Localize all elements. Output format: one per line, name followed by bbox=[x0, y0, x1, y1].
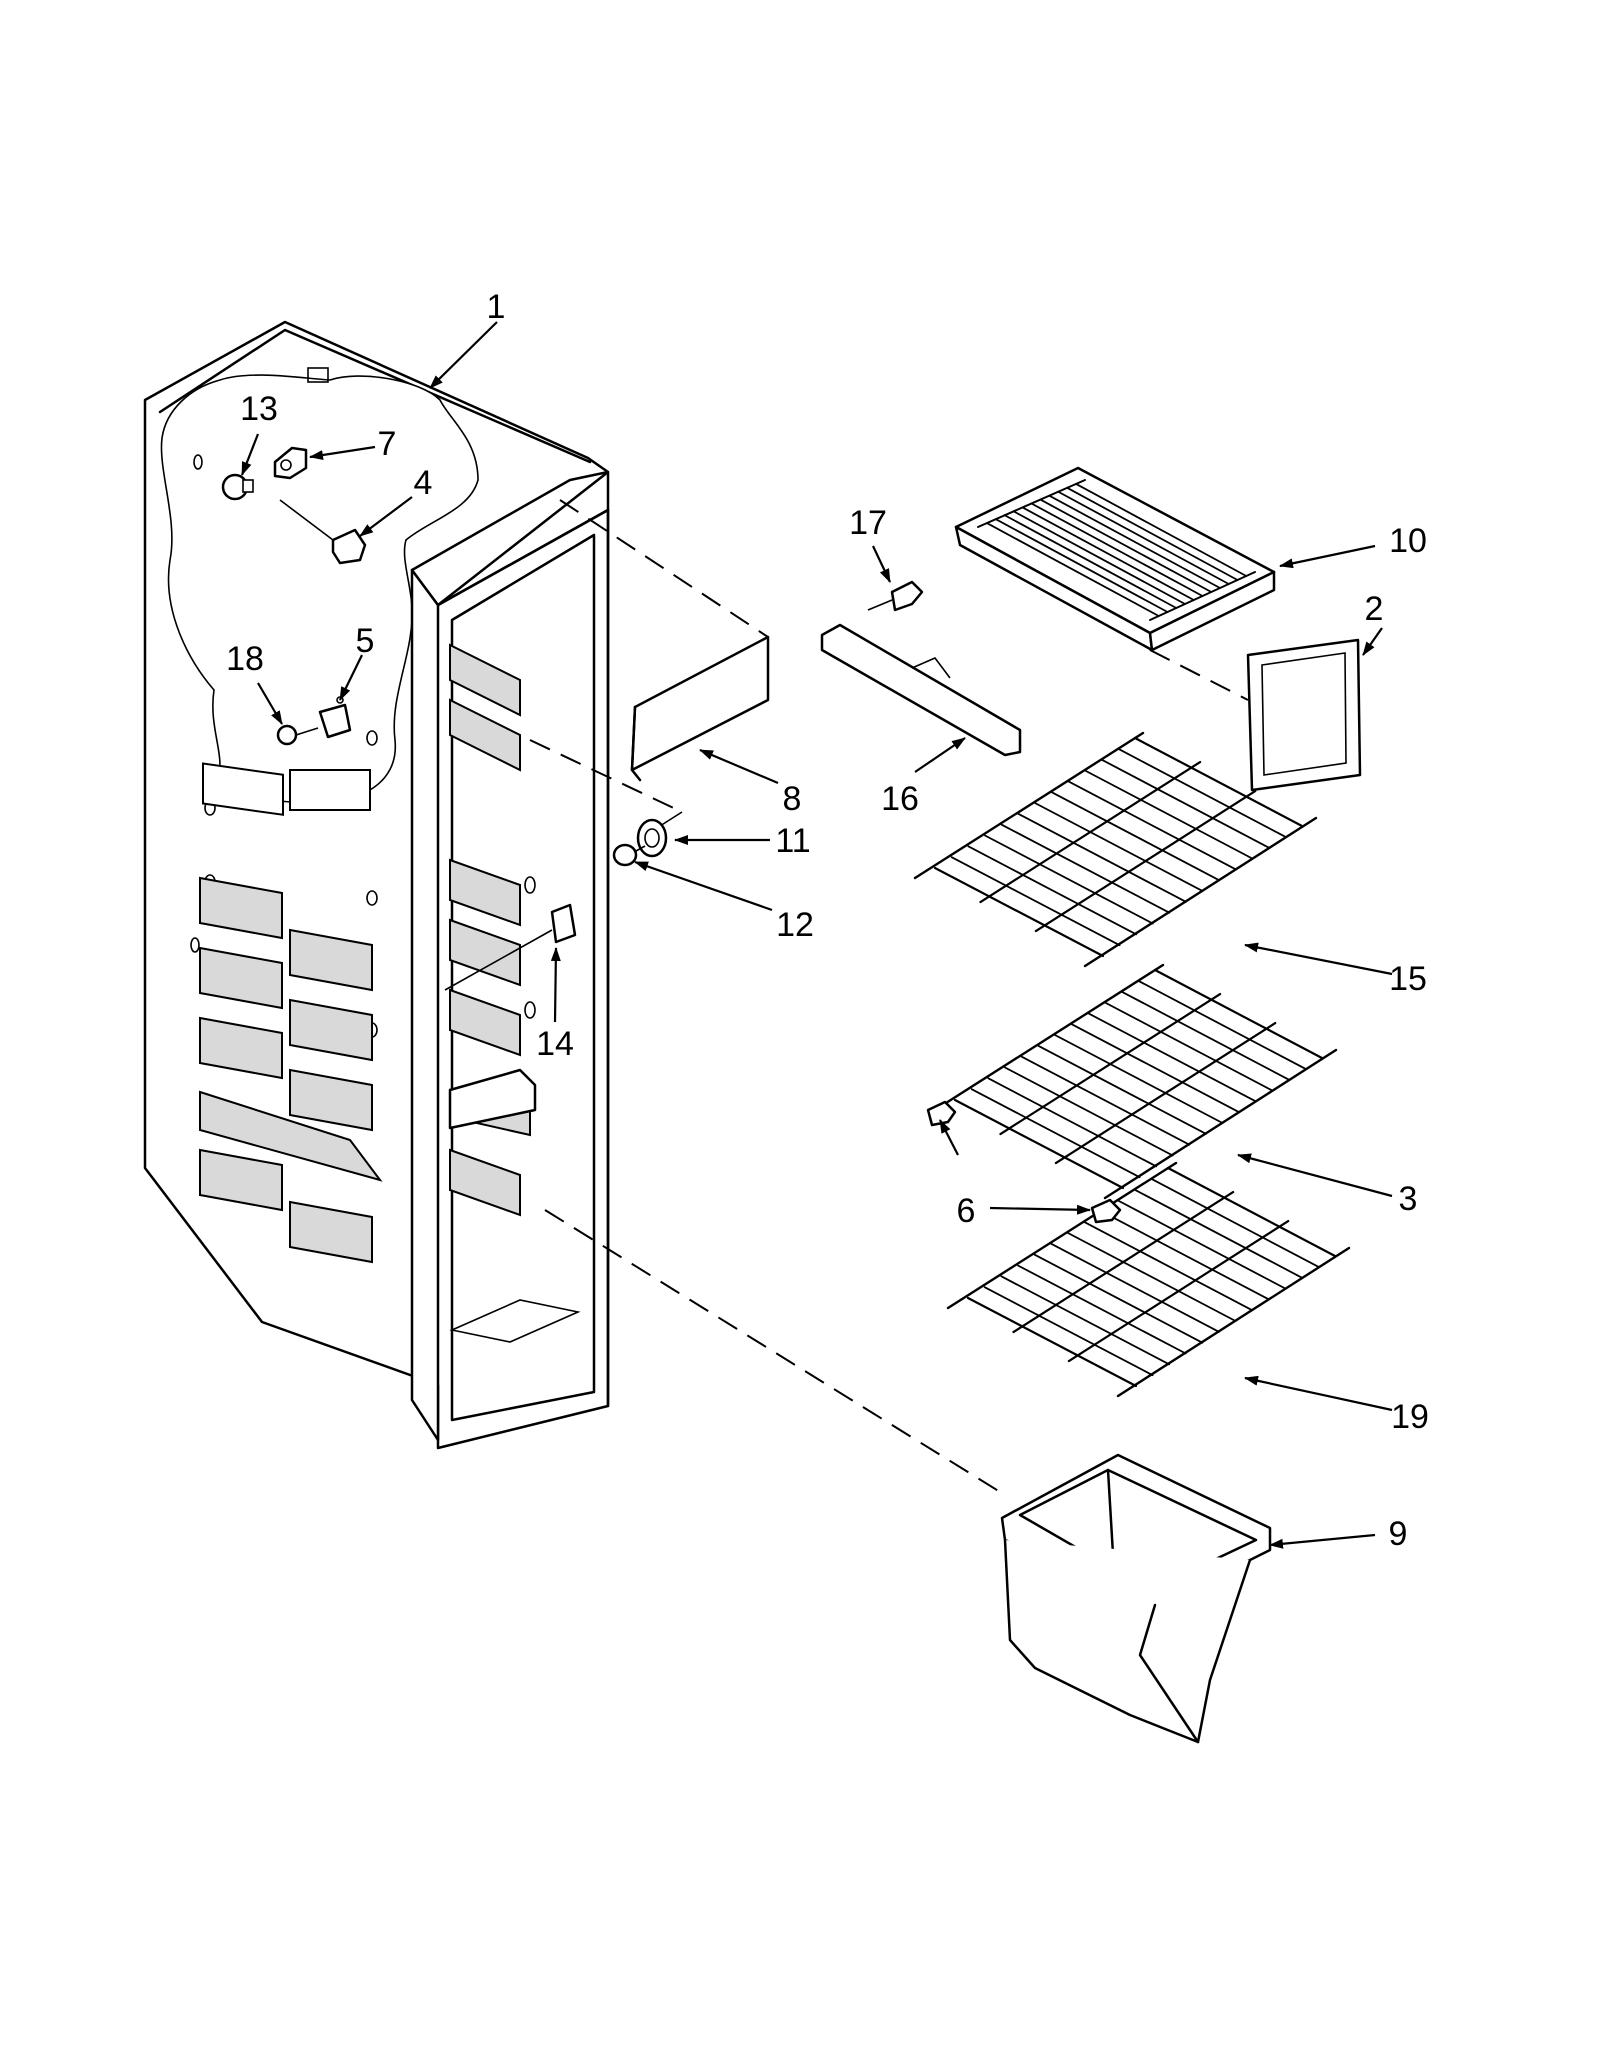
callout-4: 4 bbox=[414, 464, 433, 502]
callout-18: 18 bbox=[226, 640, 264, 678]
damper-clip bbox=[279, 499, 367, 565]
callout-2: 2 bbox=[1365, 590, 1384, 628]
screw-12 bbox=[612, 843, 646, 867]
shelf-pin-6b bbox=[1090, 1198, 1122, 1224]
callout-10: 10 bbox=[1389, 522, 1427, 560]
wire-shelf-3 bbox=[933, 963, 1338, 1200]
callout-19: 19 bbox=[1391, 1398, 1429, 1436]
light-bulb bbox=[221, 473, 254, 501]
screw-18 bbox=[276, 724, 319, 746]
wire-shelf-19 bbox=[946, 1161, 1351, 1398]
glass-insert-2 bbox=[1149, 638, 1362, 792]
callout-1: 1 bbox=[487, 288, 506, 326]
callout-9: 9 bbox=[1389, 1515, 1408, 1553]
freezer-liner bbox=[143, 320, 610, 1450]
bracket-16 bbox=[820, 623, 1022, 757]
callout-13: 13 bbox=[240, 390, 278, 428]
leader-lines bbox=[240, 321, 1393, 1549]
knob-11 bbox=[636, 818, 668, 858]
wire-shelf-15 bbox=[913, 731, 1318, 968]
callout-17: 17 bbox=[849, 504, 887, 542]
shelf-10 bbox=[954, 466, 1276, 652]
callout-12: 12 bbox=[776, 906, 814, 944]
callout-3: 3 bbox=[1399, 1180, 1418, 1218]
callout-6: 6 bbox=[957, 1192, 976, 1230]
callout-16: 16 bbox=[881, 780, 919, 818]
liner-back-panels bbox=[199, 762, 383, 1264]
callout-8: 8 bbox=[783, 780, 802, 818]
callout-15: 15 bbox=[1389, 960, 1427, 998]
callout-7: 7 bbox=[378, 425, 397, 463]
callout-labels: 1 2 3 4 5 6 7 8 9 10 11 12 13 14 15 16 1… bbox=[226, 288, 1429, 1553]
callout-14: 14 bbox=[536, 1025, 574, 1063]
bin-9 bbox=[544, 1209, 1272, 1744]
callout-5: 5 bbox=[356, 622, 375, 660]
callout-11: 11 bbox=[775, 822, 810, 860]
light-socket bbox=[273, 446, 308, 480]
liner-side-panels bbox=[449, 643, 531, 1217]
screw-17 bbox=[867, 580, 924, 612]
cover-8 bbox=[529, 499, 770, 827]
clip-14 bbox=[444, 903, 577, 991]
